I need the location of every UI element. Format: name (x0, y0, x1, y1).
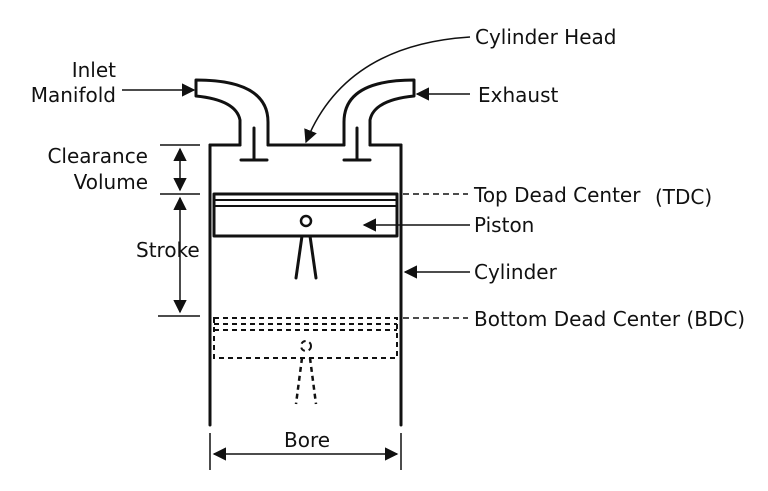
label-tdc: Top Dead Center (474, 183, 641, 207)
inlet-port (194, 78, 270, 147)
label-piston: Piston (474, 213, 535, 237)
label-stroke: Stroke (136, 238, 200, 262)
exhaust-port (342, 78, 416, 147)
connecting-rod (294, 234, 318, 280)
label-cylinder-head: Cylinder Head (475, 25, 617, 49)
label-exhaust: Exhaust (478, 83, 559, 107)
label-clearance: Clearance (47, 144, 148, 168)
label-cylinder: Cylinder (474, 260, 557, 284)
label-bdc: Bottom Dead Center (BDC) (474, 307, 746, 331)
label-bore: Bore (284, 428, 331, 452)
label-manifold: Manifold (30, 83, 116, 107)
label-tdc-abbr: (TDC) (655, 185, 713, 209)
label-volume: Volume (73, 170, 148, 194)
piston-pin (299, 214, 313, 228)
piston-bdc-ghost (213, 317, 398, 405)
cylinder-head-arrow (304, 36, 471, 144)
label-inlet: Inlet (71, 58, 116, 82)
piston-body (212, 192, 399, 238)
